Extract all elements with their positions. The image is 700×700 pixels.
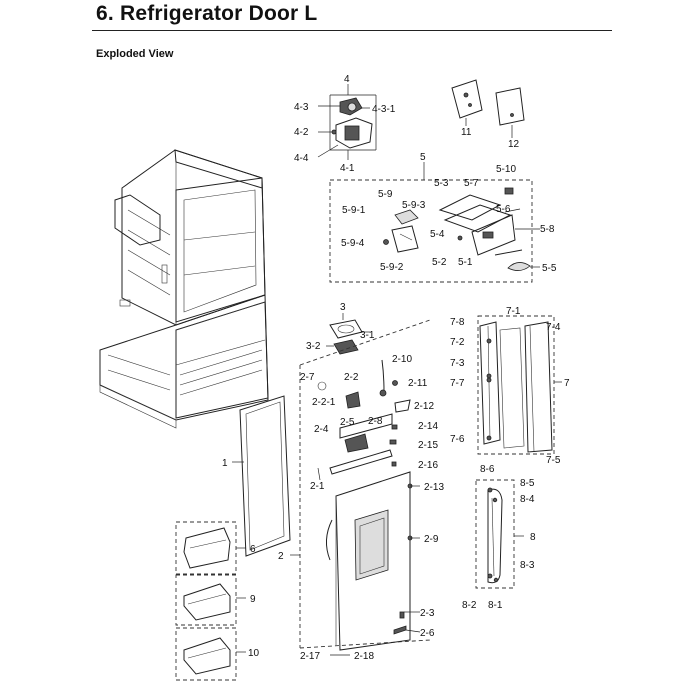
label-1: 1 — [222, 458, 228, 469]
label-7-8: 7-8 — [450, 317, 465, 328]
label-2-15: 2-15 — [418, 440, 438, 451]
label-5: 5 — [420, 152, 426, 163]
label-5-9-4: 5-9-4 — [341, 238, 365, 249]
part-11-12 — [451, 79, 525, 138]
part-6-9-10-bins — [175, 521, 246, 681]
label-2-5: 2-5 — [340, 417, 355, 428]
part-7-assembly — [477, 315, 562, 455]
label-5-5: 5-5 — [542, 263, 557, 274]
refrigerator-cabinet — [99, 149, 269, 429]
part-4-assembly — [317, 84, 377, 160]
title-underline — [92, 30, 612, 31]
part-2-door — [290, 319, 431, 656]
label-2-7: 2-7 — [300, 372, 315, 383]
label-8-5: 8-5 — [520, 478, 535, 489]
label-5-9: 5-9 — [378, 189, 393, 200]
label-2: 2 — [278, 551, 284, 562]
part-8-assembly — [475, 479, 524, 589]
label-5-7: 5-7 — [464, 178, 479, 189]
label-4: 4 — [344, 74, 350, 85]
label-5-9-1: 5-9-1 — [342, 205, 366, 216]
label-4-3-1: 4-3-1 — [372, 104, 396, 115]
label-2-18: 2-18 — [354, 651, 374, 662]
label-2-17: 2-17 — [300, 651, 320, 662]
label-2-9: 2-9 — [424, 534, 439, 545]
label-3-2: 3-2 — [306, 341, 321, 352]
label-3-1: 3-1 — [360, 330, 375, 341]
label-7-3: 7-3 — [450, 358, 465, 369]
label-8: 8 — [530, 532, 536, 543]
label-5-6: 5-6 — [496, 204, 511, 215]
label-2-14: 2-14 — [418, 421, 438, 432]
label-2-4: 2-4 — [314, 424, 329, 435]
label-2-16: 2-16 — [418, 460, 438, 471]
label-5-10: 5-10 — [496, 164, 516, 175]
label-4-3: 4-3 — [294, 102, 309, 113]
label-2-8: 2-8 — [368, 416, 383, 427]
label-7-7: 7-7 — [450, 378, 465, 389]
label-8-2: 8-2 — [462, 600, 477, 611]
label-10: 10 — [248, 648, 260, 659]
label-2-12: 2-12 — [414, 401, 434, 412]
label-2-1: 2-1 — [310, 481, 325, 492]
label-2-6: 2-6 — [420, 628, 435, 639]
label-8-3: 8-3 — [520, 560, 535, 571]
label-2-2-1: 2-2-1 — [312, 397, 336, 408]
label-6: 6 — [250, 544, 256, 555]
label-12: 12 — [508, 139, 520, 150]
label-4-1: 4-1 — [340, 163, 355, 174]
label-7-1: 7-1 — [506, 306, 521, 317]
label-5-4: 5-4 — [430, 229, 445, 240]
label-8-6: 8-6 — [480, 464, 495, 475]
label-7-5: 7-5 — [546, 455, 561, 466]
label-7-2: 7-2 — [450, 337, 465, 348]
label-4-2: 4-2 — [294, 127, 309, 138]
label-7: 7 — [564, 378, 570, 389]
part-1-gasket — [232, 395, 291, 557]
label-7-6: 7-6 — [450, 434, 465, 445]
label-8-1: 8-1 — [488, 600, 503, 611]
label-2-2: 2-2 — [344, 372, 359, 383]
label-5-8: 5-8 — [540, 224, 555, 235]
label-5-1: 5-1 — [458, 257, 473, 268]
label-2-13: 2-13 — [424, 482, 444, 493]
label-11: 11 — [461, 127, 472, 138]
label-5-3: 5-3 — [434, 178, 449, 189]
part-5-assembly — [329, 162, 540, 283]
label-7-4: 7-4 — [546, 322, 561, 333]
part-labels: 4 4-3 4-3-1 4-2 4-4 4-1 11 12 5 5-10 5-3… — [222, 74, 570, 662]
page-title: 6. Refrigerator Door L — [96, 2, 318, 25]
label-5-2: 5-2 — [432, 257, 447, 268]
part-3 — [326, 313, 370, 355]
label-3: 3 — [340, 302, 346, 313]
label-9: 9 — [250, 594, 256, 605]
label-8-4: 8-4 — [520, 494, 535, 505]
label-5-9-3: 5-9-3 — [402, 200, 426, 211]
label-2-3: 2-3 — [420, 608, 435, 619]
label-2-11: 2-11 — [408, 378, 428, 389]
label-2-10: 2-10 — [392, 354, 412, 365]
label-4-4: 4-4 — [294, 153, 309, 164]
section-subtitle: Exploded View — [96, 48, 174, 60]
label-5-9-2: 5-9-2 — [380, 262, 404, 273]
